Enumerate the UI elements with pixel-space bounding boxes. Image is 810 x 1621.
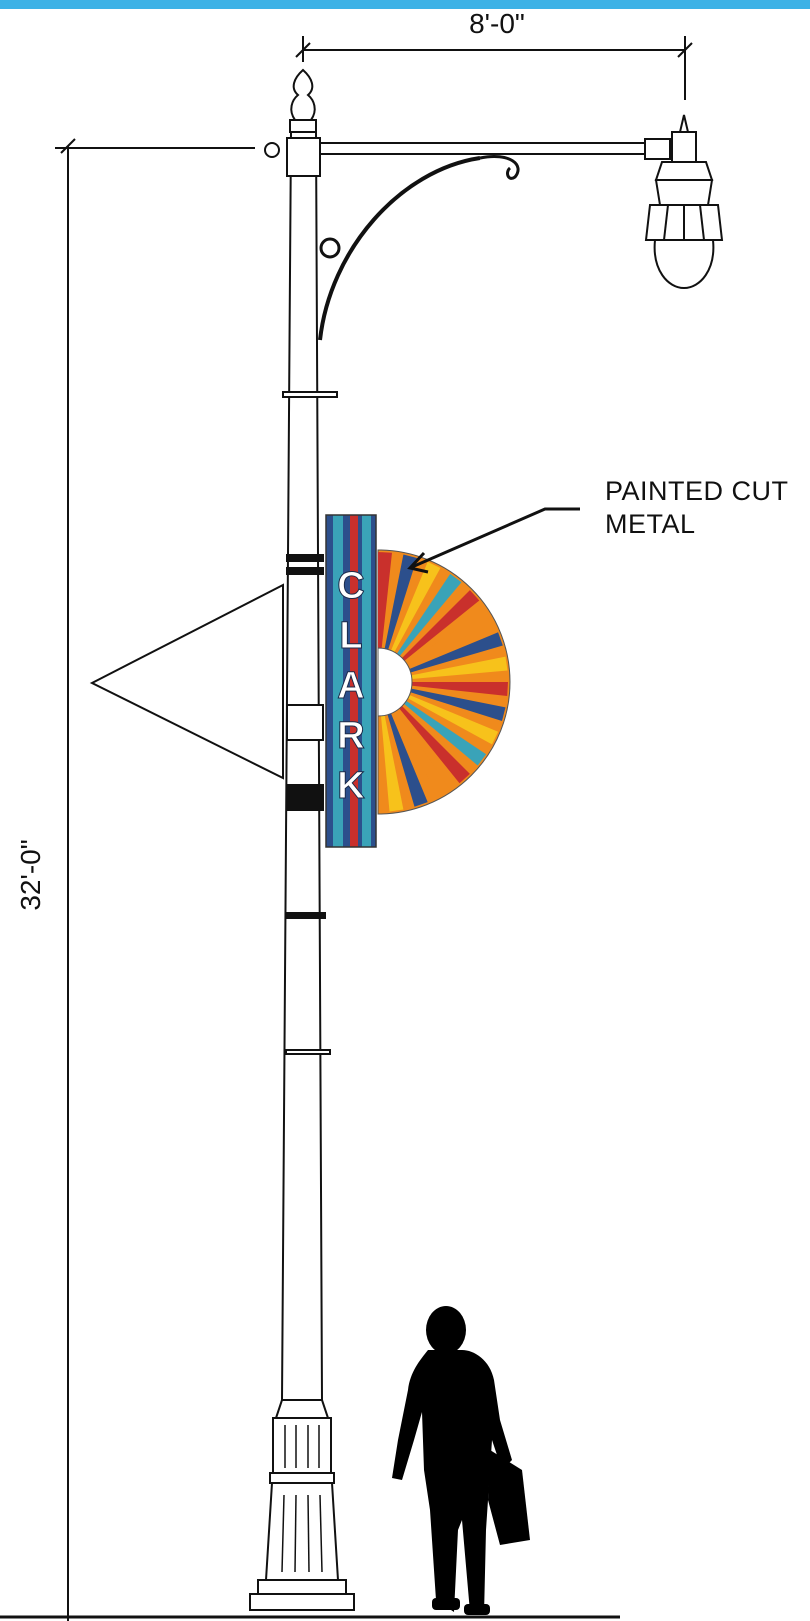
luminaire-globe xyxy=(653,239,715,290)
clark-sign: C L A R K xyxy=(325,514,511,848)
base-collar xyxy=(274,1399,330,1419)
top-accent-bar xyxy=(0,0,810,9)
triangle-banner xyxy=(89,583,284,780)
arm-scroll xyxy=(318,156,481,341)
sign-bracket-top-2 xyxy=(286,567,324,575)
arm-end-ring xyxy=(264,142,280,158)
pole-finial xyxy=(290,68,316,121)
luminaire-fitter xyxy=(644,138,671,160)
sign-bracket-top xyxy=(286,554,324,562)
luminaire-cap xyxy=(671,131,697,163)
luminaire-finial xyxy=(678,114,690,133)
bracket-band xyxy=(282,391,338,398)
arm-scroll-ring xyxy=(319,237,341,259)
finial-base xyxy=(289,119,317,133)
pole-band xyxy=(286,912,326,919)
light-arm xyxy=(264,142,646,341)
callout-leader xyxy=(407,507,580,574)
sign-letter: K xyxy=(337,765,365,807)
base-foot xyxy=(249,1593,355,1611)
base-fluting xyxy=(281,1425,323,1573)
pole-shaft xyxy=(280,131,324,1401)
sign-letter: A xyxy=(337,665,364,707)
sign-letter: L xyxy=(339,615,362,657)
base-ring xyxy=(269,1472,335,1484)
height-dimension xyxy=(55,138,255,1621)
callout-line-2: METAL xyxy=(605,509,696,539)
base-upper xyxy=(272,1417,332,1474)
width-dimension xyxy=(295,36,693,100)
pole-band-lower xyxy=(285,1049,331,1055)
arm-scroll-curl xyxy=(479,155,520,180)
callout-line-1: PAINTED CUT xyxy=(605,476,789,506)
sunburst-hole xyxy=(377,647,413,717)
luminaire-hood xyxy=(654,161,714,181)
sign-letter: C xyxy=(337,565,364,607)
sign-letter: R xyxy=(337,715,364,757)
luminaire xyxy=(644,114,724,290)
base-body xyxy=(264,1482,340,1581)
arm-collar xyxy=(286,137,321,177)
base-plinth xyxy=(257,1579,347,1595)
sign-bracket-bottom xyxy=(286,784,324,811)
height-dimension-label: 32'-0" xyxy=(15,839,46,910)
sign-bracket-mid xyxy=(286,704,324,741)
pedestrian-silhouette xyxy=(392,1306,530,1615)
arm-bar xyxy=(319,142,646,155)
callout-label: PAINTED CUT METAL xyxy=(605,475,789,541)
width-dimension-label: 8'-0" xyxy=(469,8,525,39)
luminaire-housing xyxy=(654,179,714,206)
